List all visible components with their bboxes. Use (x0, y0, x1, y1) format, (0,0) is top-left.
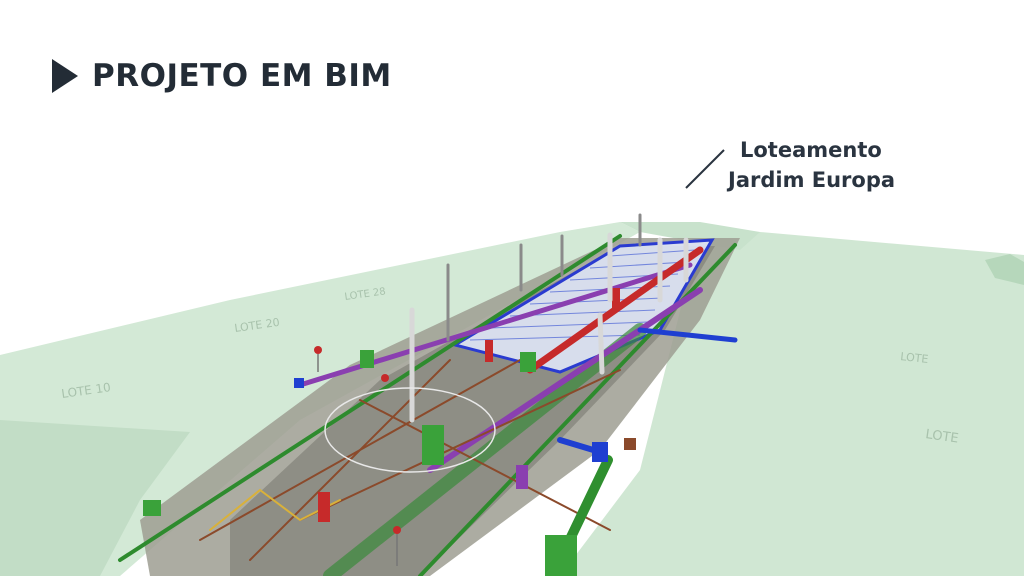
title-text: PROJETO EM BIM (92, 58, 392, 94)
roundabout (324, 387, 496, 473)
brown-pipe-2 (299, 369, 621, 521)
box-red-1 (318, 492, 330, 522)
lot-label-4: LOTE (900, 350, 929, 366)
blue-pipe (637, 327, 738, 343)
lot-label-3: LOTE (924, 427, 959, 446)
callout-line-1: Loteamento (740, 138, 882, 162)
play-triangle-icon (52, 59, 78, 93)
green-pipe-edge-left (118, 234, 622, 562)
brown-pipe-3 (359, 399, 611, 531)
callout-leader (685, 149, 725, 189)
lot-label-1: LOTE 10 (60, 380, 111, 401)
box-green-1 (422, 425, 444, 465)
structures (143, 288, 636, 576)
box-brown-1 (624, 438, 636, 450)
box-purple-1 (516, 465, 528, 489)
grey-poles (446, 213, 642, 342)
box-green-4 (545, 535, 577, 576)
callout-line-2: Jardim Europa (728, 168, 896, 192)
road-signs (314, 346, 401, 566)
location-callout: Loteamento Jardim Europa (728, 135, 895, 195)
median-hatch-lines (469, 249, 696, 341)
box-red-3 (612, 288, 620, 310)
light-poles (409, 232, 689, 423)
terrain-edge-left (0, 420, 190, 576)
page-title: PROJETO EM BIM (52, 58, 392, 94)
green-pipe-main (323, 323, 647, 576)
box-green-5 (143, 500, 161, 516)
median-border (451, 238, 715, 374)
terrain-bump (985, 254, 1024, 285)
purple-pipe-2 (427, 287, 703, 473)
box-red-2 (485, 340, 493, 362)
box-green-2 (360, 350, 374, 368)
box-blue-1 (592, 442, 608, 462)
box-blue-2 (294, 378, 304, 388)
terrain-right (560, 232, 1024, 576)
box-green-3 (520, 352, 536, 372)
lot-label-2: LOTE 20 (234, 316, 281, 335)
